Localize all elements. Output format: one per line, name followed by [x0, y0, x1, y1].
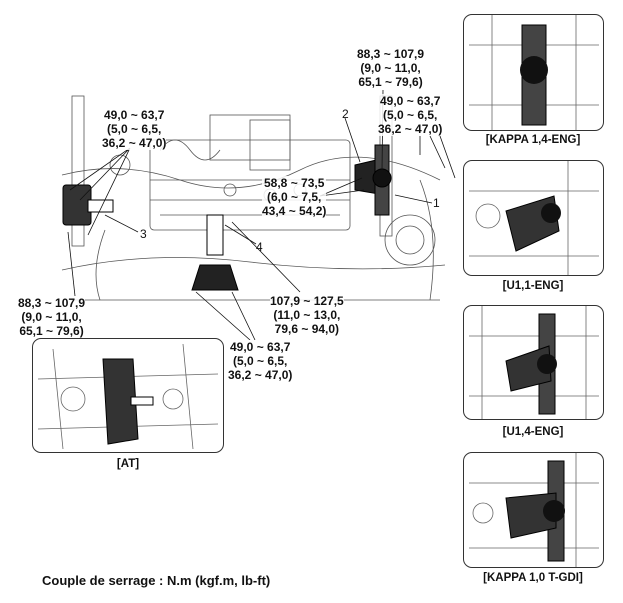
mount-drawing: [469, 161, 599, 275]
torque-callout-bottom-left: 88,3 ~ 107,9 (9,0 ~ 11,0, 65,1 ~ 79,6): [18, 296, 86, 338]
variant-kappa-10-tgdi-label: [KAPPA 1,0 T-GDI]: [483, 572, 583, 584]
part-number-3: 3: [140, 227, 147, 241]
at-mount-drawing: [37, 343, 219, 450]
torque-lbft: 36,2 ~ 47,0): [102, 136, 167, 150]
mount-drawing: [469, 306, 599, 419]
torque-callout-bottom-right: 107,9 ~ 127,5 (11,0 ~ 13,0, 79,6 ~ 94,0): [270, 294, 344, 336]
torque-kgfm: (5,0 ~ 6,5,: [233, 354, 288, 368]
part-number-2: 2: [342, 107, 349, 121]
torque-nm: 49,0 ~ 63,7: [380, 94, 441, 108]
torque-callout-bottom-center: 49,0 ~ 63,7 (5,0 ~ 6,5, 36,2 ~ 47,0): [228, 340, 293, 382]
torque-units-note: Couple de serrage : N.m (kgf.m, lb-ft): [42, 573, 271, 588]
torque-nm: 49,0 ~ 63,7: [104, 108, 165, 122]
variant-u11-label: [U1,1-ENG]: [502, 280, 564, 292]
part-number-4: 4: [256, 240, 263, 254]
torque-callout-top-left: 49,0 ~ 63,7 (5,0 ~ 6,5, 36,2 ~ 47,0): [102, 108, 167, 150]
torque-nm: 58,8 ~ 73,5: [264, 176, 325, 190]
part-number-1: 1: [433, 196, 440, 210]
torque-lbft: 65,1 ~ 79,6): [358, 75, 423, 89]
torque-kgfm: (6,0 ~ 7,5,: [267, 190, 322, 204]
torque-lbft: 79,6 ~ 94,0): [274, 322, 340, 336]
torque-kgfm: (5,0 ~ 6,5,: [383, 108, 438, 122]
torque-callout-center: 58,8 ~ 73,5 (6,0 ~ 7,5, 43,4 ~ 54,2): [262, 176, 327, 218]
mount-drawing: [469, 15, 599, 130]
torque-lbft: 36,2 ~ 47,0): [228, 368, 293, 382]
variant-kappa-14-label: [KAPPA 1,4-ENG]: [485, 134, 581, 146]
variant-kappa-14-image: [463, 14, 604, 131]
torque-lbft: 65,1 ~ 79,6): [19, 324, 84, 338]
variant-u14-image: [463, 305, 604, 420]
inset-at-label: [AT]: [116, 458, 140, 470]
torque-nm: 88,3 ~ 107,9: [357, 47, 425, 61]
torque-nm: 88,3 ~ 107,9: [18, 296, 86, 310]
torque-lbft: 36,2 ~ 47,0): [378, 122, 443, 136]
variant-u14-label: [U1,4-ENG]: [502, 426, 564, 438]
torque-kgfm: (11,0 ~ 13,0,: [273, 308, 341, 322]
torque-kgfm: (9,0 ~ 11,0,: [21, 310, 82, 324]
torque-nm: 49,0 ~ 63,7: [230, 340, 291, 354]
torque-lbft: 43,4 ~ 54,2): [262, 204, 327, 218]
torque-callout-top-center: 88,3 ~ 107,9 (9,0 ~ 11,0, 65,1 ~ 79,6): [357, 47, 425, 89]
torque-kgfm: (5,0 ~ 6,5,: [107, 122, 162, 136]
torque-callout-top-right: 49,0 ~ 63,7 (5,0 ~ 6,5, 36,2 ~ 47,0): [378, 94, 443, 136]
torque-nm: 107,9 ~ 127,5: [270, 294, 344, 308]
variant-u11-image: [463, 160, 604, 276]
mount-drawing: [469, 453, 599, 567]
inset-at-image: [32, 338, 224, 453]
torque-kgfm: (9,0 ~ 11,0,: [360, 61, 421, 75]
variant-kappa-10-tgdi-image: [463, 452, 604, 568]
